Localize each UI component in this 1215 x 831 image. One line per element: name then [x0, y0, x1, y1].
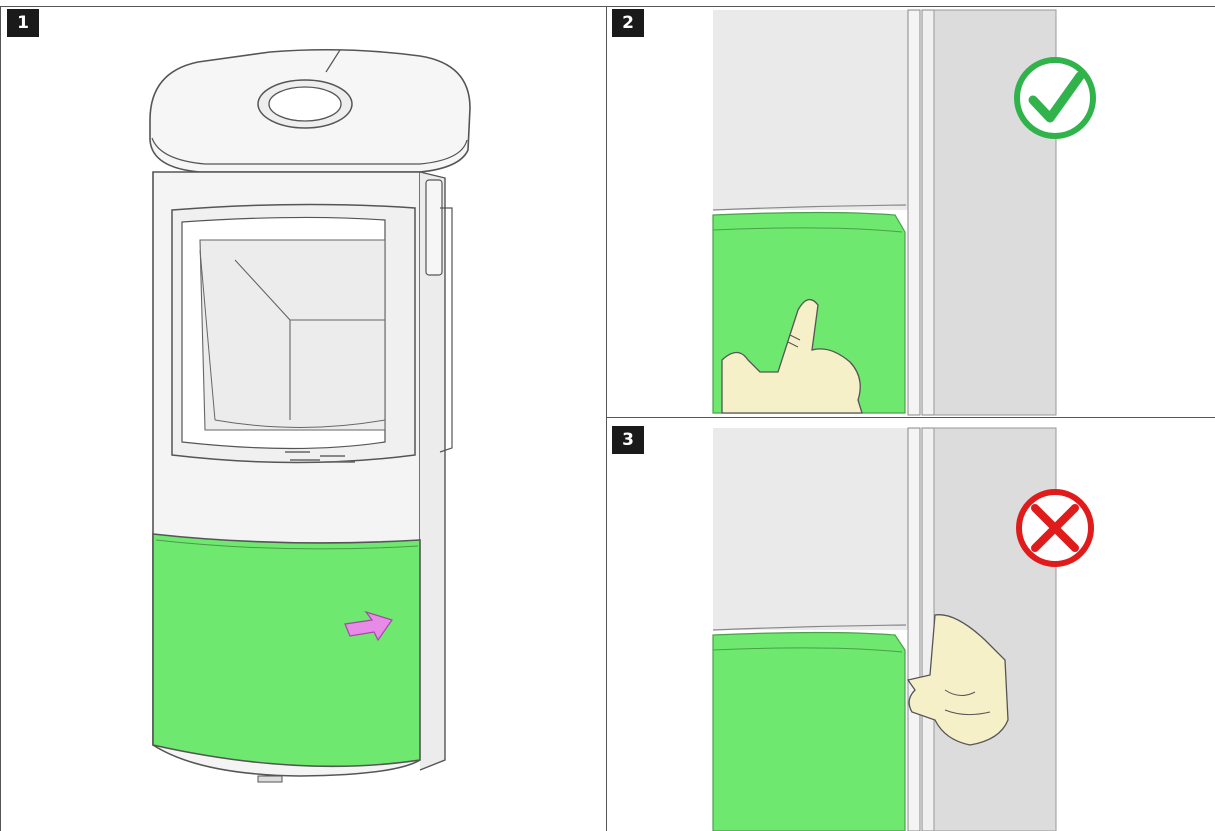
- upper-panel: [713, 428, 908, 630]
- lower-panel-incorrect: [713, 633, 905, 831]
